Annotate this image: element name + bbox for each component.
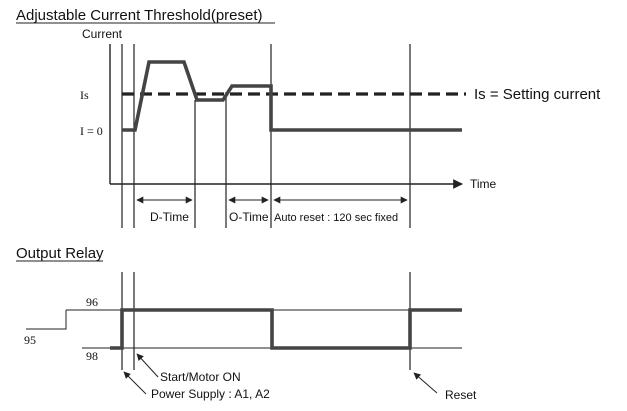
start-motor-on-label: Start/Motor ON <box>160 370 241 384</box>
i0-level-label: I = 0 <box>80 124 103 138</box>
contact-95-label: 95 <box>24 333 36 347</box>
relay-waveform <box>110 308 462 350</box>
current-waveform <box>122 60 462 132</box>
reset-callout-arrow <box>413 372 438 394</box>
current-axis-label: Current <box>82 27 123 41</box>
d-time-label: D-Time <box>150 210 189 224</box>
setting-current-legend: Is = Setting current <box>474 86 601 103</box>
start-motor-callout-arrow <box>136 353 159 378</box>
top-title: Adjustable Current Threshold(preset) <box>16 7 263 24</box>
contact-95-lever <box>26 310 67 330</box>
bottom-title: Output Relay <box>16 245 104 262</box>
auto-reset-label: Auto reset : 120 sec fixed <box>274 212 398 224</box>
is-level-label: Is <box>80 88 89 102</box>
time-axis-label: Time <box>470 177 497 191</box>
contact-96-label: 96 <box>86 295 98 309</box>
reset-label: Reset <box>445 388 477 402</box>
contact-98-label: 98 <box>86 349 98 363</box>
o-time-label: O-Time <box>229 210 269 224</box>
power-supply-label: Power Supply : A1, A2 <box>151 387 270 401</box>
power-supply-callout-arrow <box>123 371 147 395</box>
